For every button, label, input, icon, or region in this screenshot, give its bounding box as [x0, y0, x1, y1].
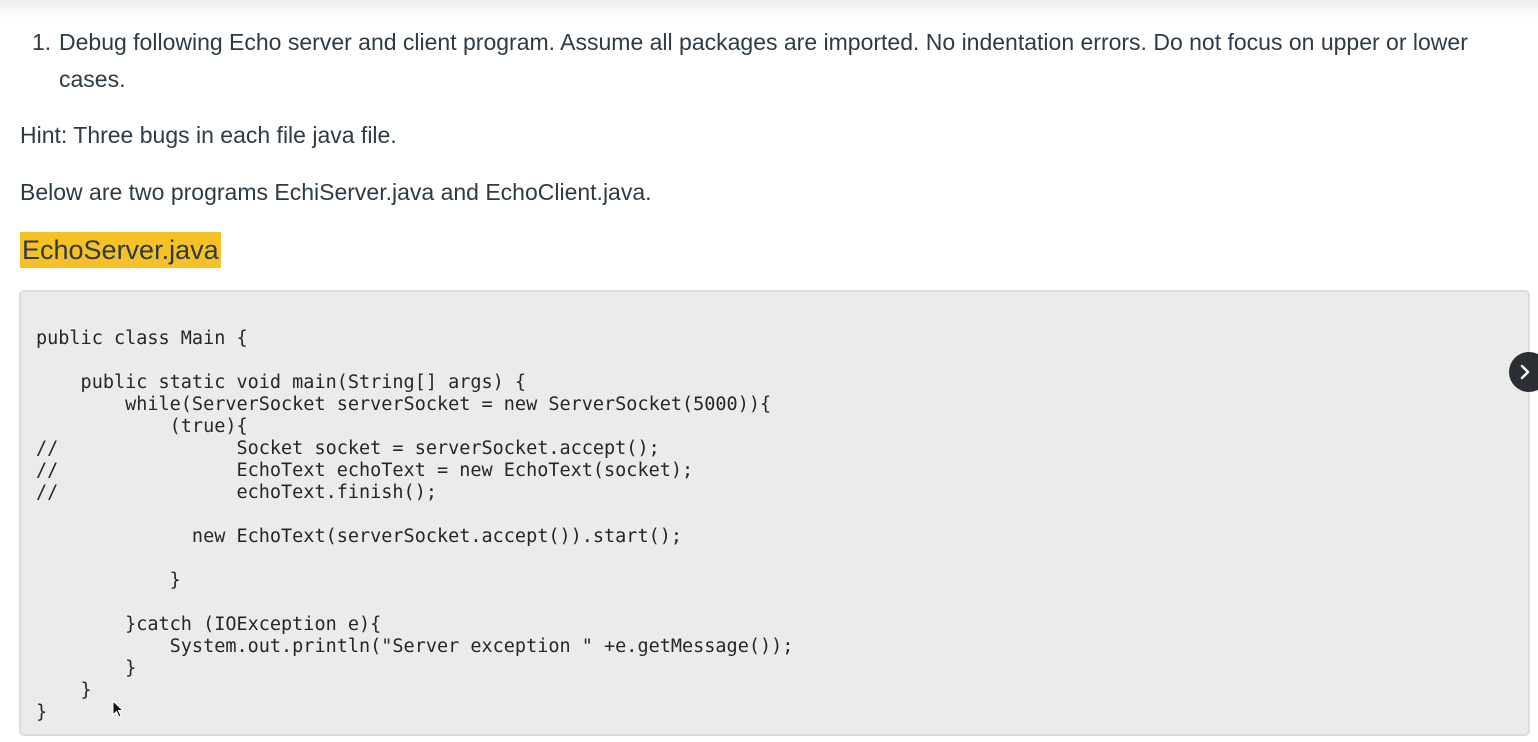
question-item: 1. Debug following Echo server and clien… — [32, 24, 1512, 98]
code-block: public class Main { public static void m… — [19, 290, 1530, 736]
intro-text: Below are two programs EchiServer.java a… — [20, 179, 652, 205]
code-content: public class Main { public static void m… — [36, 328, 794, 723]
file-heading: EchoServer.java — [20, 232, 221, 268]
hint-text: Hint: Three bugs in each file java file. — [20, 122, 397, 148]
question-number: 1. — [32, 29, 52, 55]
top-shadow — [0, 0, 1538, 18]
question-text: Debug following Echo server and client p… — [59, 29, 1468, 92]
mouse-pointer-icon — [112, 700, 124, 718]
next-button[interactable] — [1509, 352, 1538, 392]
chevron-right-icon — [1520, 364, 1530, 380]
